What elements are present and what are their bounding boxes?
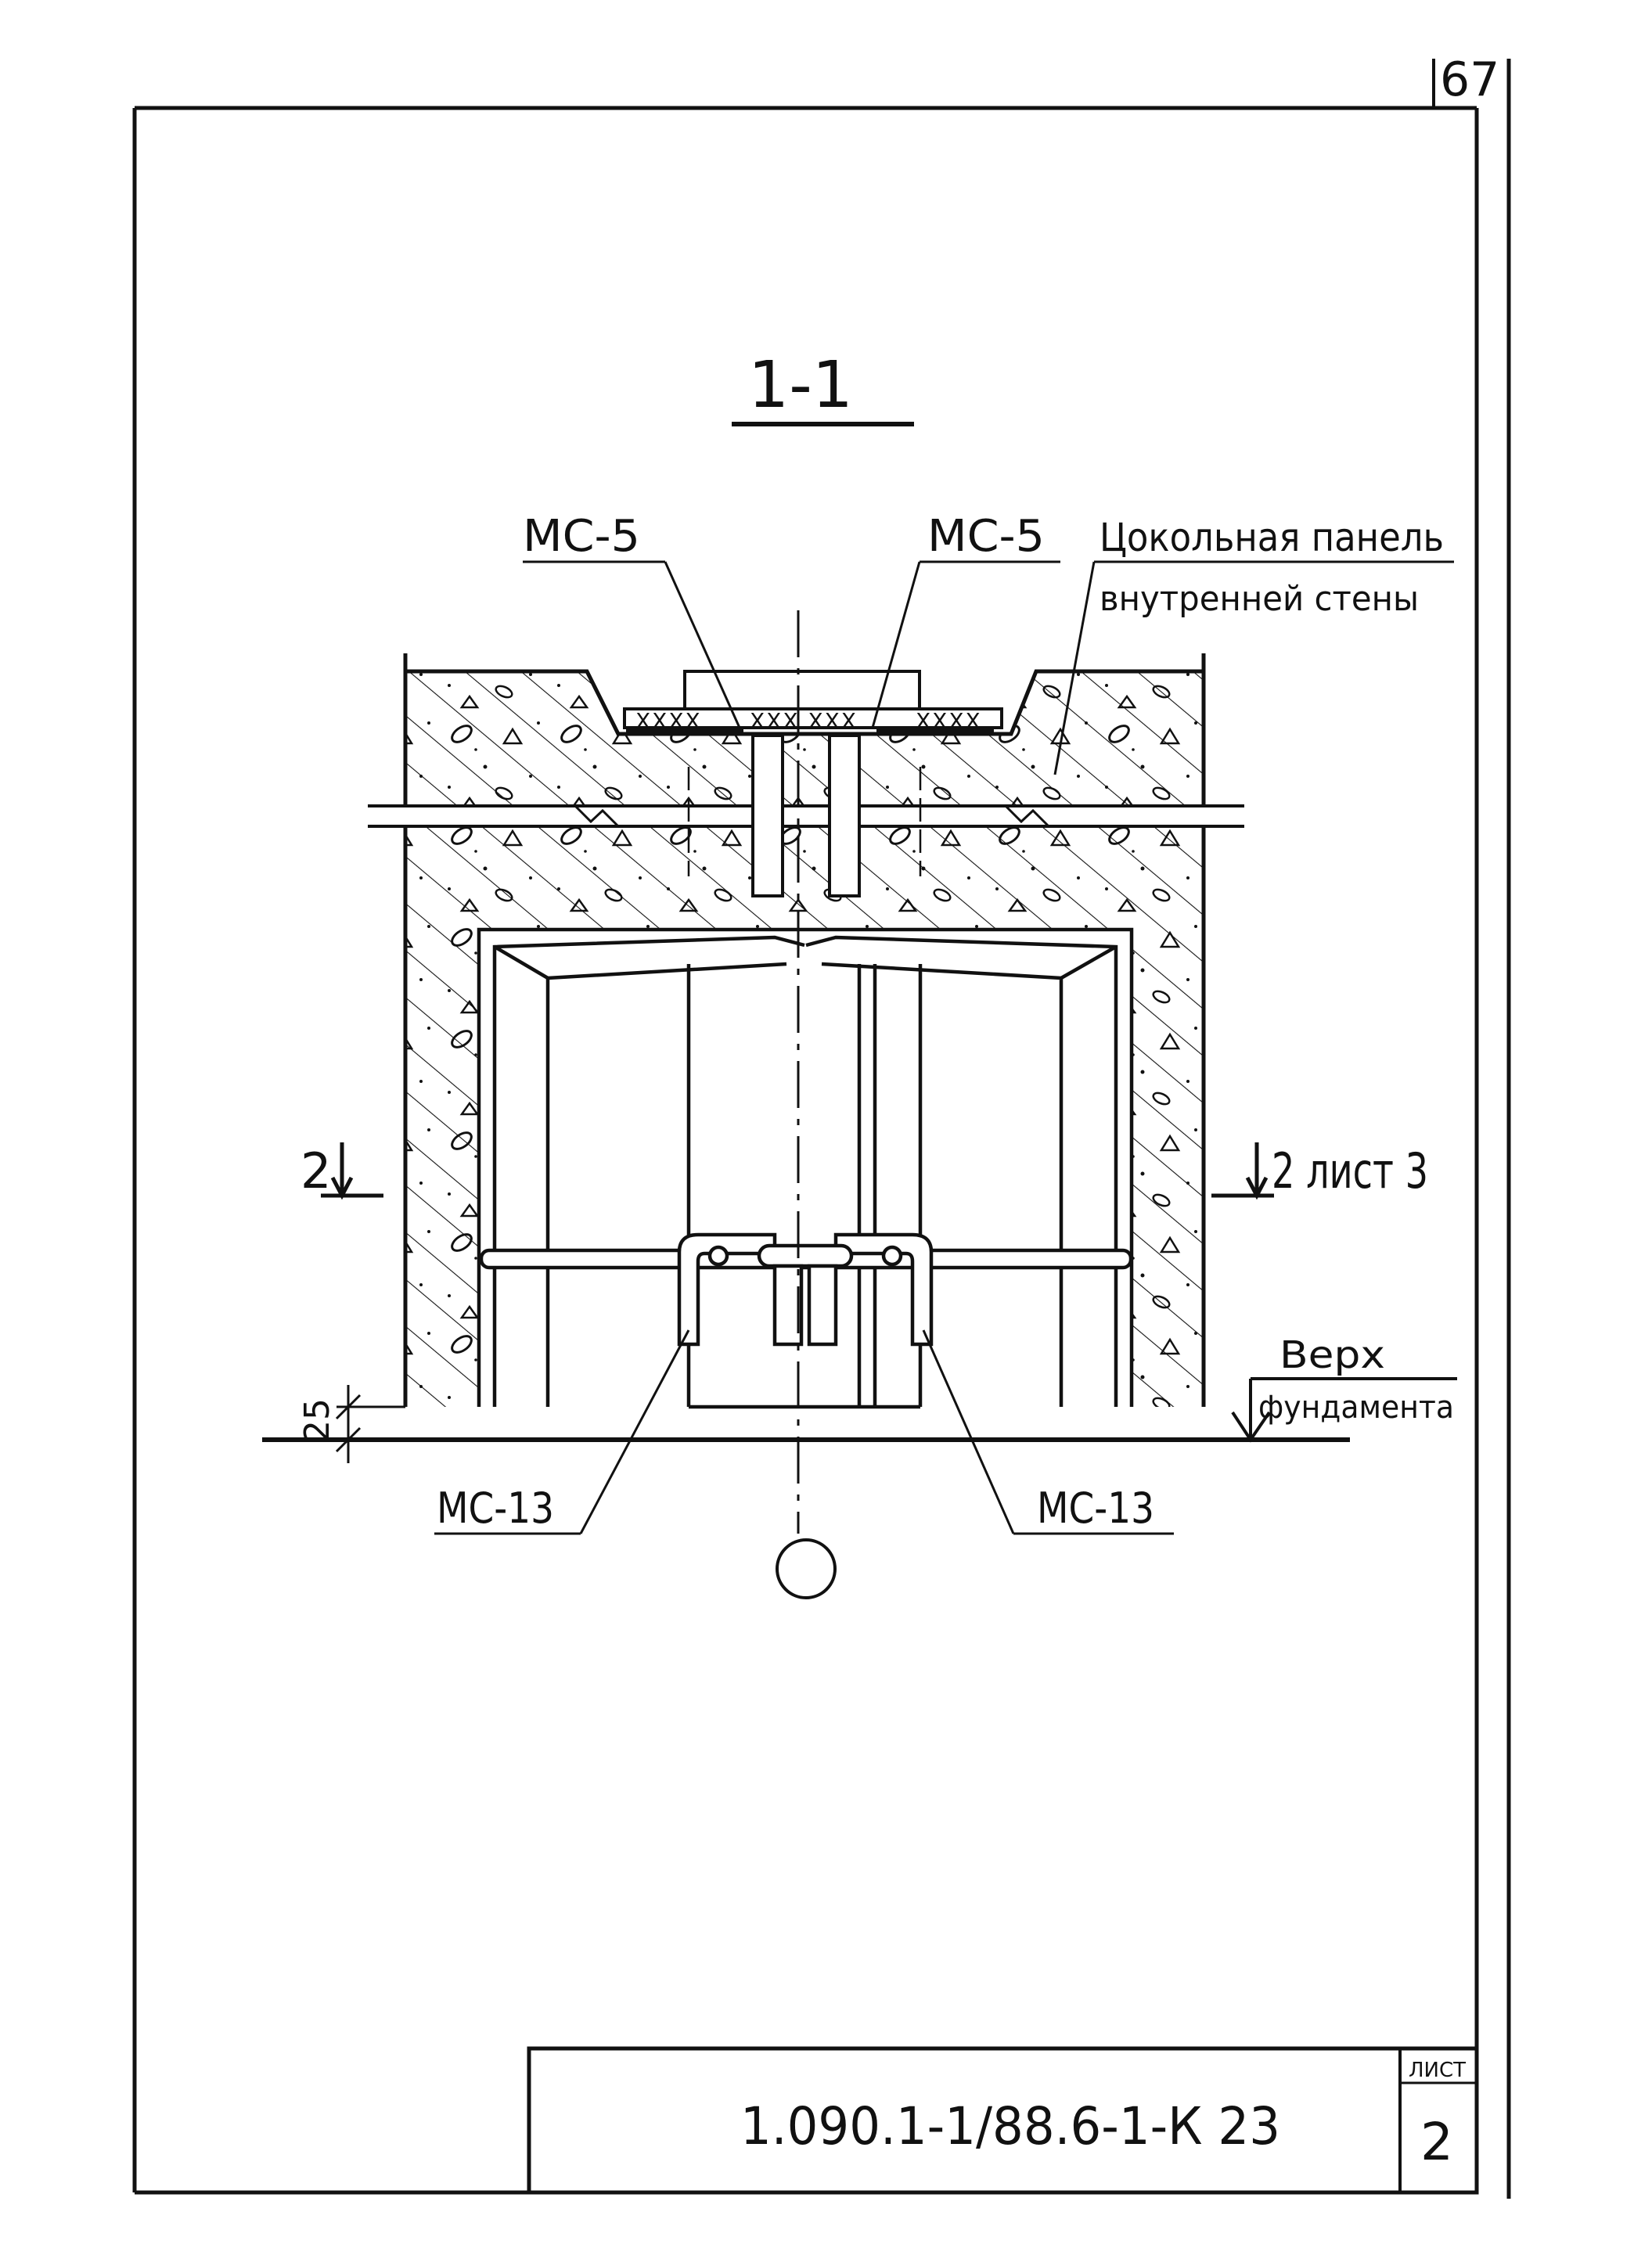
wall-panel-section — [403, 653, 1206, 1407]
svg-text:XXX XXX: XXX XXX — [750, 708, 858, 734]
label-mc13-left: МС-13 — [437, 1484, 554, 1533]
page-number: 67 — [1440, 52, 1499, 107]
sheet-label: ЛИСТ — [1409, 2059, 1466, 2082]
svg-text:XXXX: XXXX — [635, 708, 702, 734]
break-line — [368, 804, 1244, 828]
label-mc5-left: МС-5 — [523, 511, 640, 562]
foundation-label-bottom: фундамента — [1258, 1390, 1454, 1426]
steel-frame — [479, 935, 1133, 1409]
dimension-25-text: 25 — [297, 1398, 337, 1442]
foundation-label-top: Верх — [1279, 1333, 1385, 1377]
title-block — [527, 2046, 1479, 2195]
dimension-25 — [335, 1385, 362, 1463]
section-title: 1-1 — [748, 348, 853, 423]
foundation-line — [262, 1405, 1350, 1442]
label-panel-line2: внутренней стены — [1100, 579, 1419, 619]
cut-marker-right — [1211, 1142, 1274, 1200]
leader-lines — [434, 560, 1454, 1535]
axis-lines — [687, 610, 922, 1534]
foundation-level-marker — [1231, 1377, 1457, 1443]
label-mc5-right: МС-5 — [927, 511, 1045, 562]
axis-marker-circle — [776, 1538, 837, 1599]
cut-marker-left — [321, 1142, 383, 1200]
svg-text:XXXX: XXXX — [916, 708, 982, 734]
cut-label-right: 2 лист 3 — [1272, 1142, 1428, 1200]
label-panel-line1: Цокольная панель — [1100, 515, 1444, 560]
document-code: 1.090.1-1/88.6-1-К 23 — [740, 2096, 1280, 2156]
mc13-hooks — [677, 1232, 934, 1347]
label-mc13-right: МС-13 — [1037, 1484, 1154, 1533]
sheet-number: 2 — [1420, 2112, 1453, 2172]
cut-label-left: 2 — [301, 1142, 331, 1200]
